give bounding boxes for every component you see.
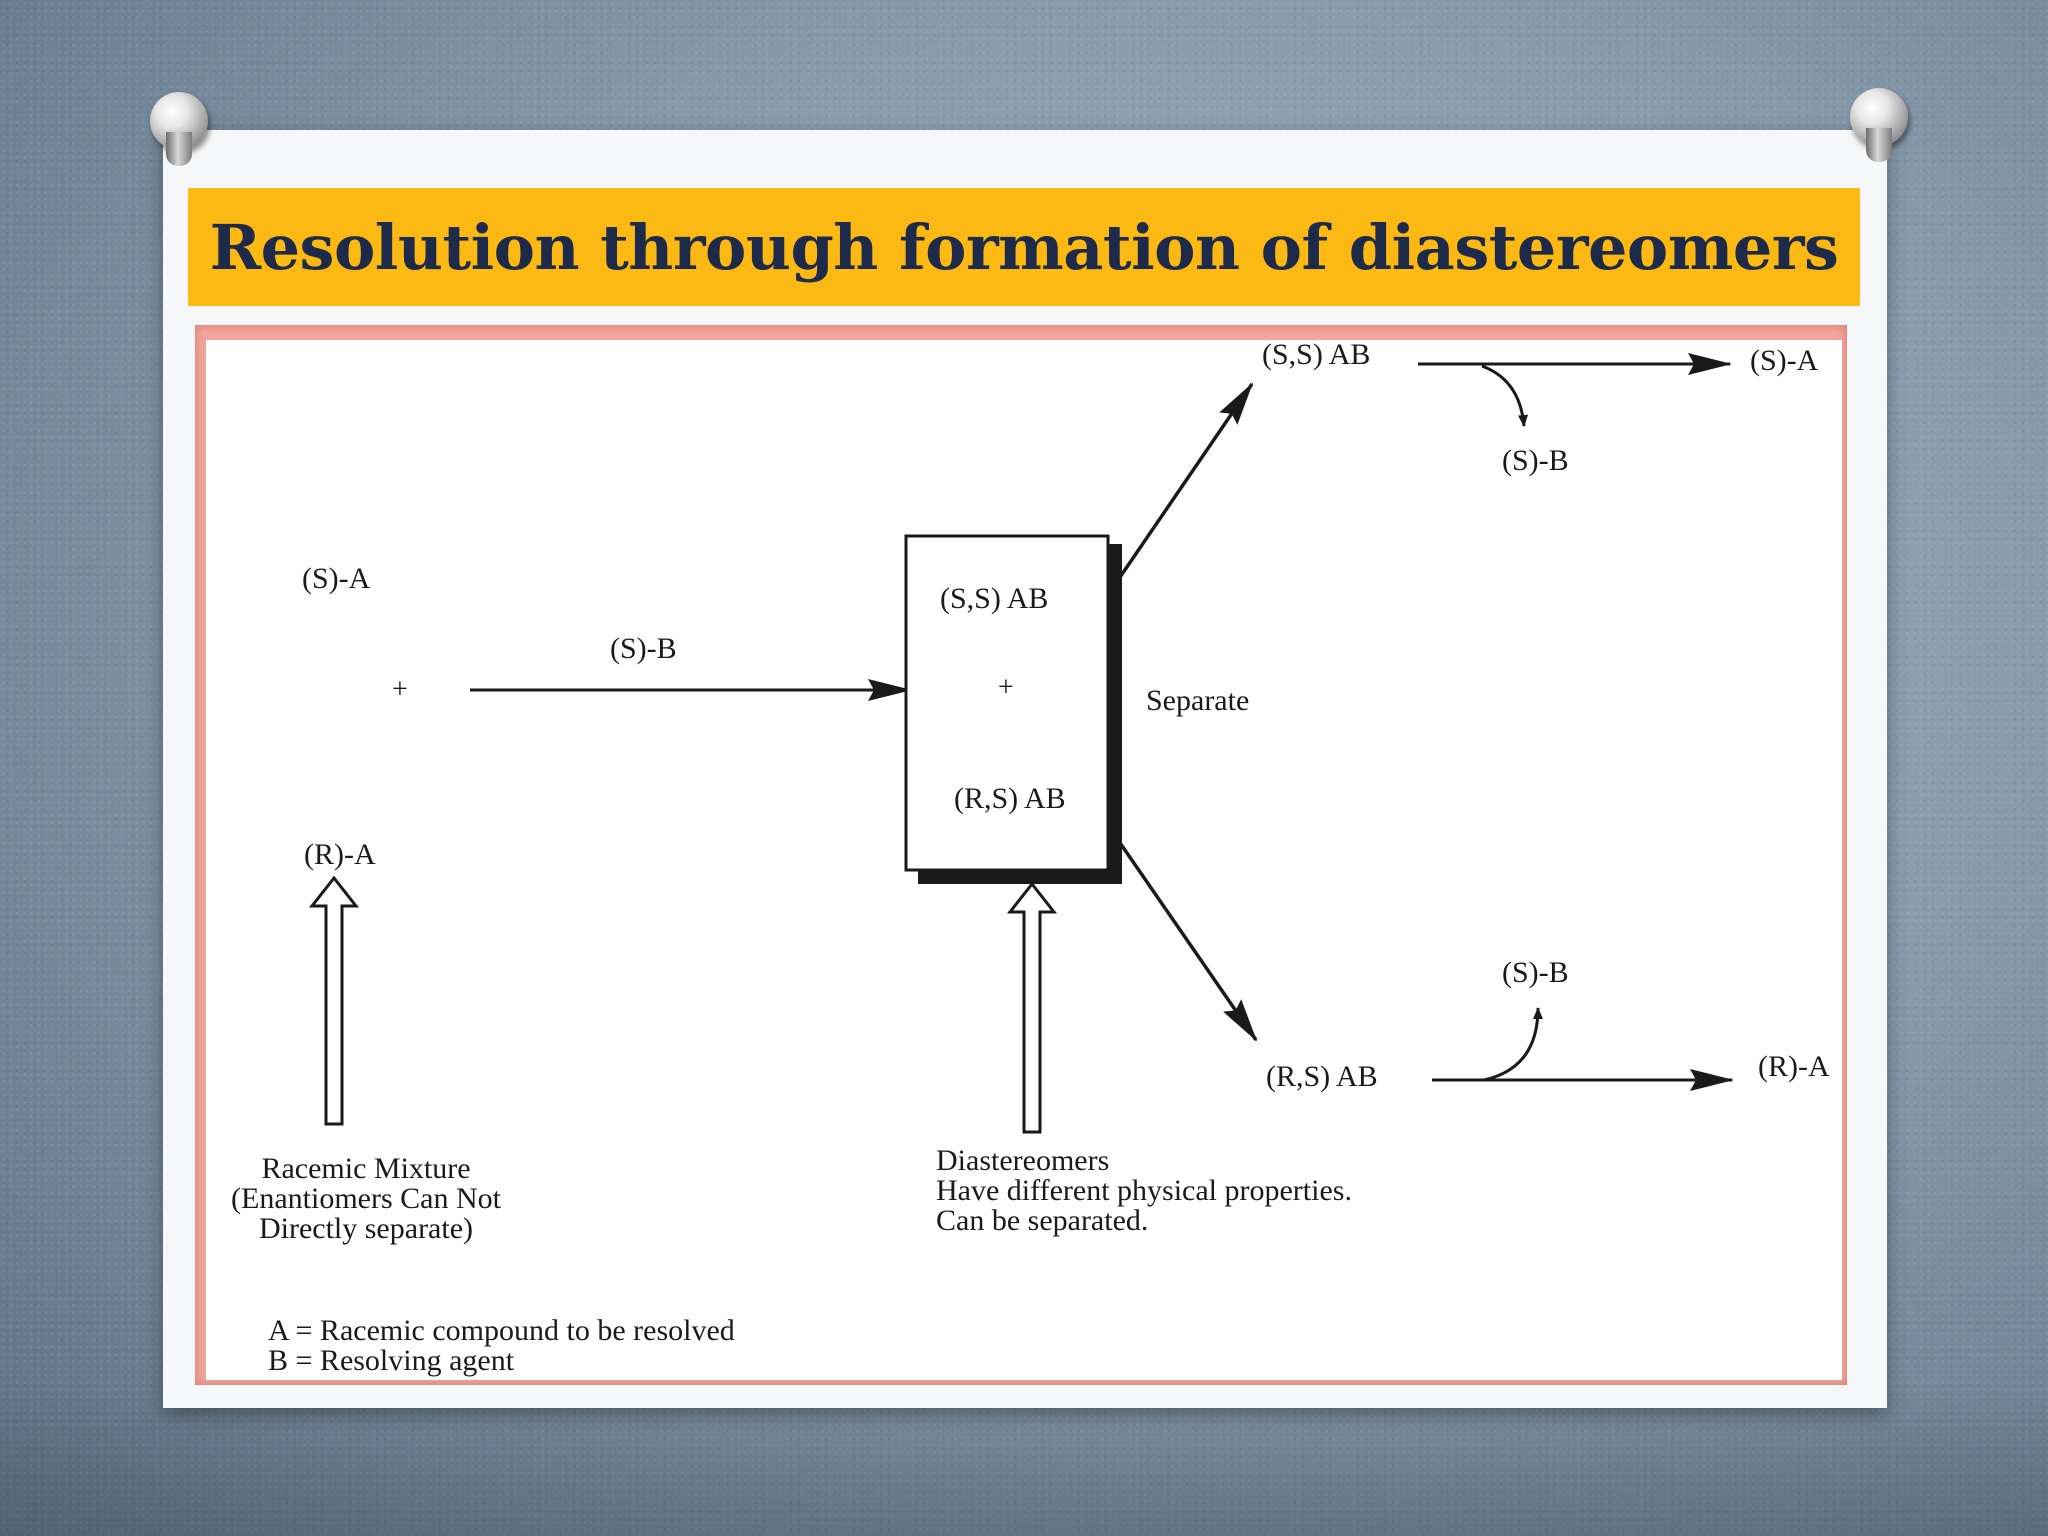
racemate-r-a-label: (R)-A — [304, 838, 376, 871]
lower-branch-arrow — [1116, 839, 1258, 1042]
reagent-s-b-label: (S)-B — [610, 632, 677, 665]
legend-b: B = Resolving agent — [268, 1344, 515, 1377]
diastereomer-note-line-3: Can be separated. — [936, 1204, 1148, 1237]
lower-release-arrow — [1483, 1007, 1543, 1082]
box-ss-ab-label: (S,S) AB — [940, 582, 1048, 615]
pushpin-right-icon — [1850, 88, 1908, 162]
upper-branch-arrow — [1116, 382, 1254, 581]
racemic-note-line-2: (Enantiomers Can Not — [231, 1182, 502, 1215]
box-rs-ab-label: (R,S) AB — [954, 782, 1066, 815]
lower-r-a-label: (R)-A — [1758, 1050, 1830, 1083]
title-bar: Resolution through formation of diastere… — [188, 188, 1860, 306]
upper-s-a-label: (S)-A — [1750, 344, 1819, 377]
diastereomer-up-arrow-icon — [1006, 881, 1058, 1134]
racemate-s-a-label: (S)-A — [302, 562, 371, 595]
slide-title: Resolution through formation of diastere… — [209, 210, 1839, 284]
lower-rs-ab-label: (R,S) AB — [1266, 1060, 1378, 1093]
racemic-note-line-1: Racemic Mixture — [261, 1152, 470, 1185]
racemate-plus-sign: + — [392, 674, 408, 705]
pushpin-left-icon — [150, 92, 208, 166]
upper-release-arrow — [1481, 364, 1529, 427]
legend-a: A = Racemic compound to be resolved — [268, 1314, 735, 1347]
lower-s-b-label: (S)-B — [1502, 956, 1569, 989]
box-plus-sign: + — [998, 672, 1014, 703]
separate-label: Separate — [1146, 684, 1249, 717]
upper-ss-ab-label: (S,S) AB — [1262, 340, 1370, 371]
racemic-note-line-3: Directly separate) — [259, 1212, 473, 1245]
diastereomer-note-line-1: Diastereomers — [936, 1144, 1109, 1177]
diagram-area: (S)-A + (R)-A (S)-B (S,S) AB + (R,S) AB … — [206, 340, 1842, 1380]
resolution-diagram: (S)-A + (R)-A (S)-B (S,S) AB + (R,S) AB … — [231, 340, 1830, 1377]
racemate-up-arrow-icon — [308, 875, 360, 1126]
diastereomer-box — [904, 534, 1110, 872]
upper-s-b-label: (S)-B — [1502, 444, 1569, 477]
diastereomer-note-line-2: Have different physical properties. — [936, 1174, 1352, 1207]
